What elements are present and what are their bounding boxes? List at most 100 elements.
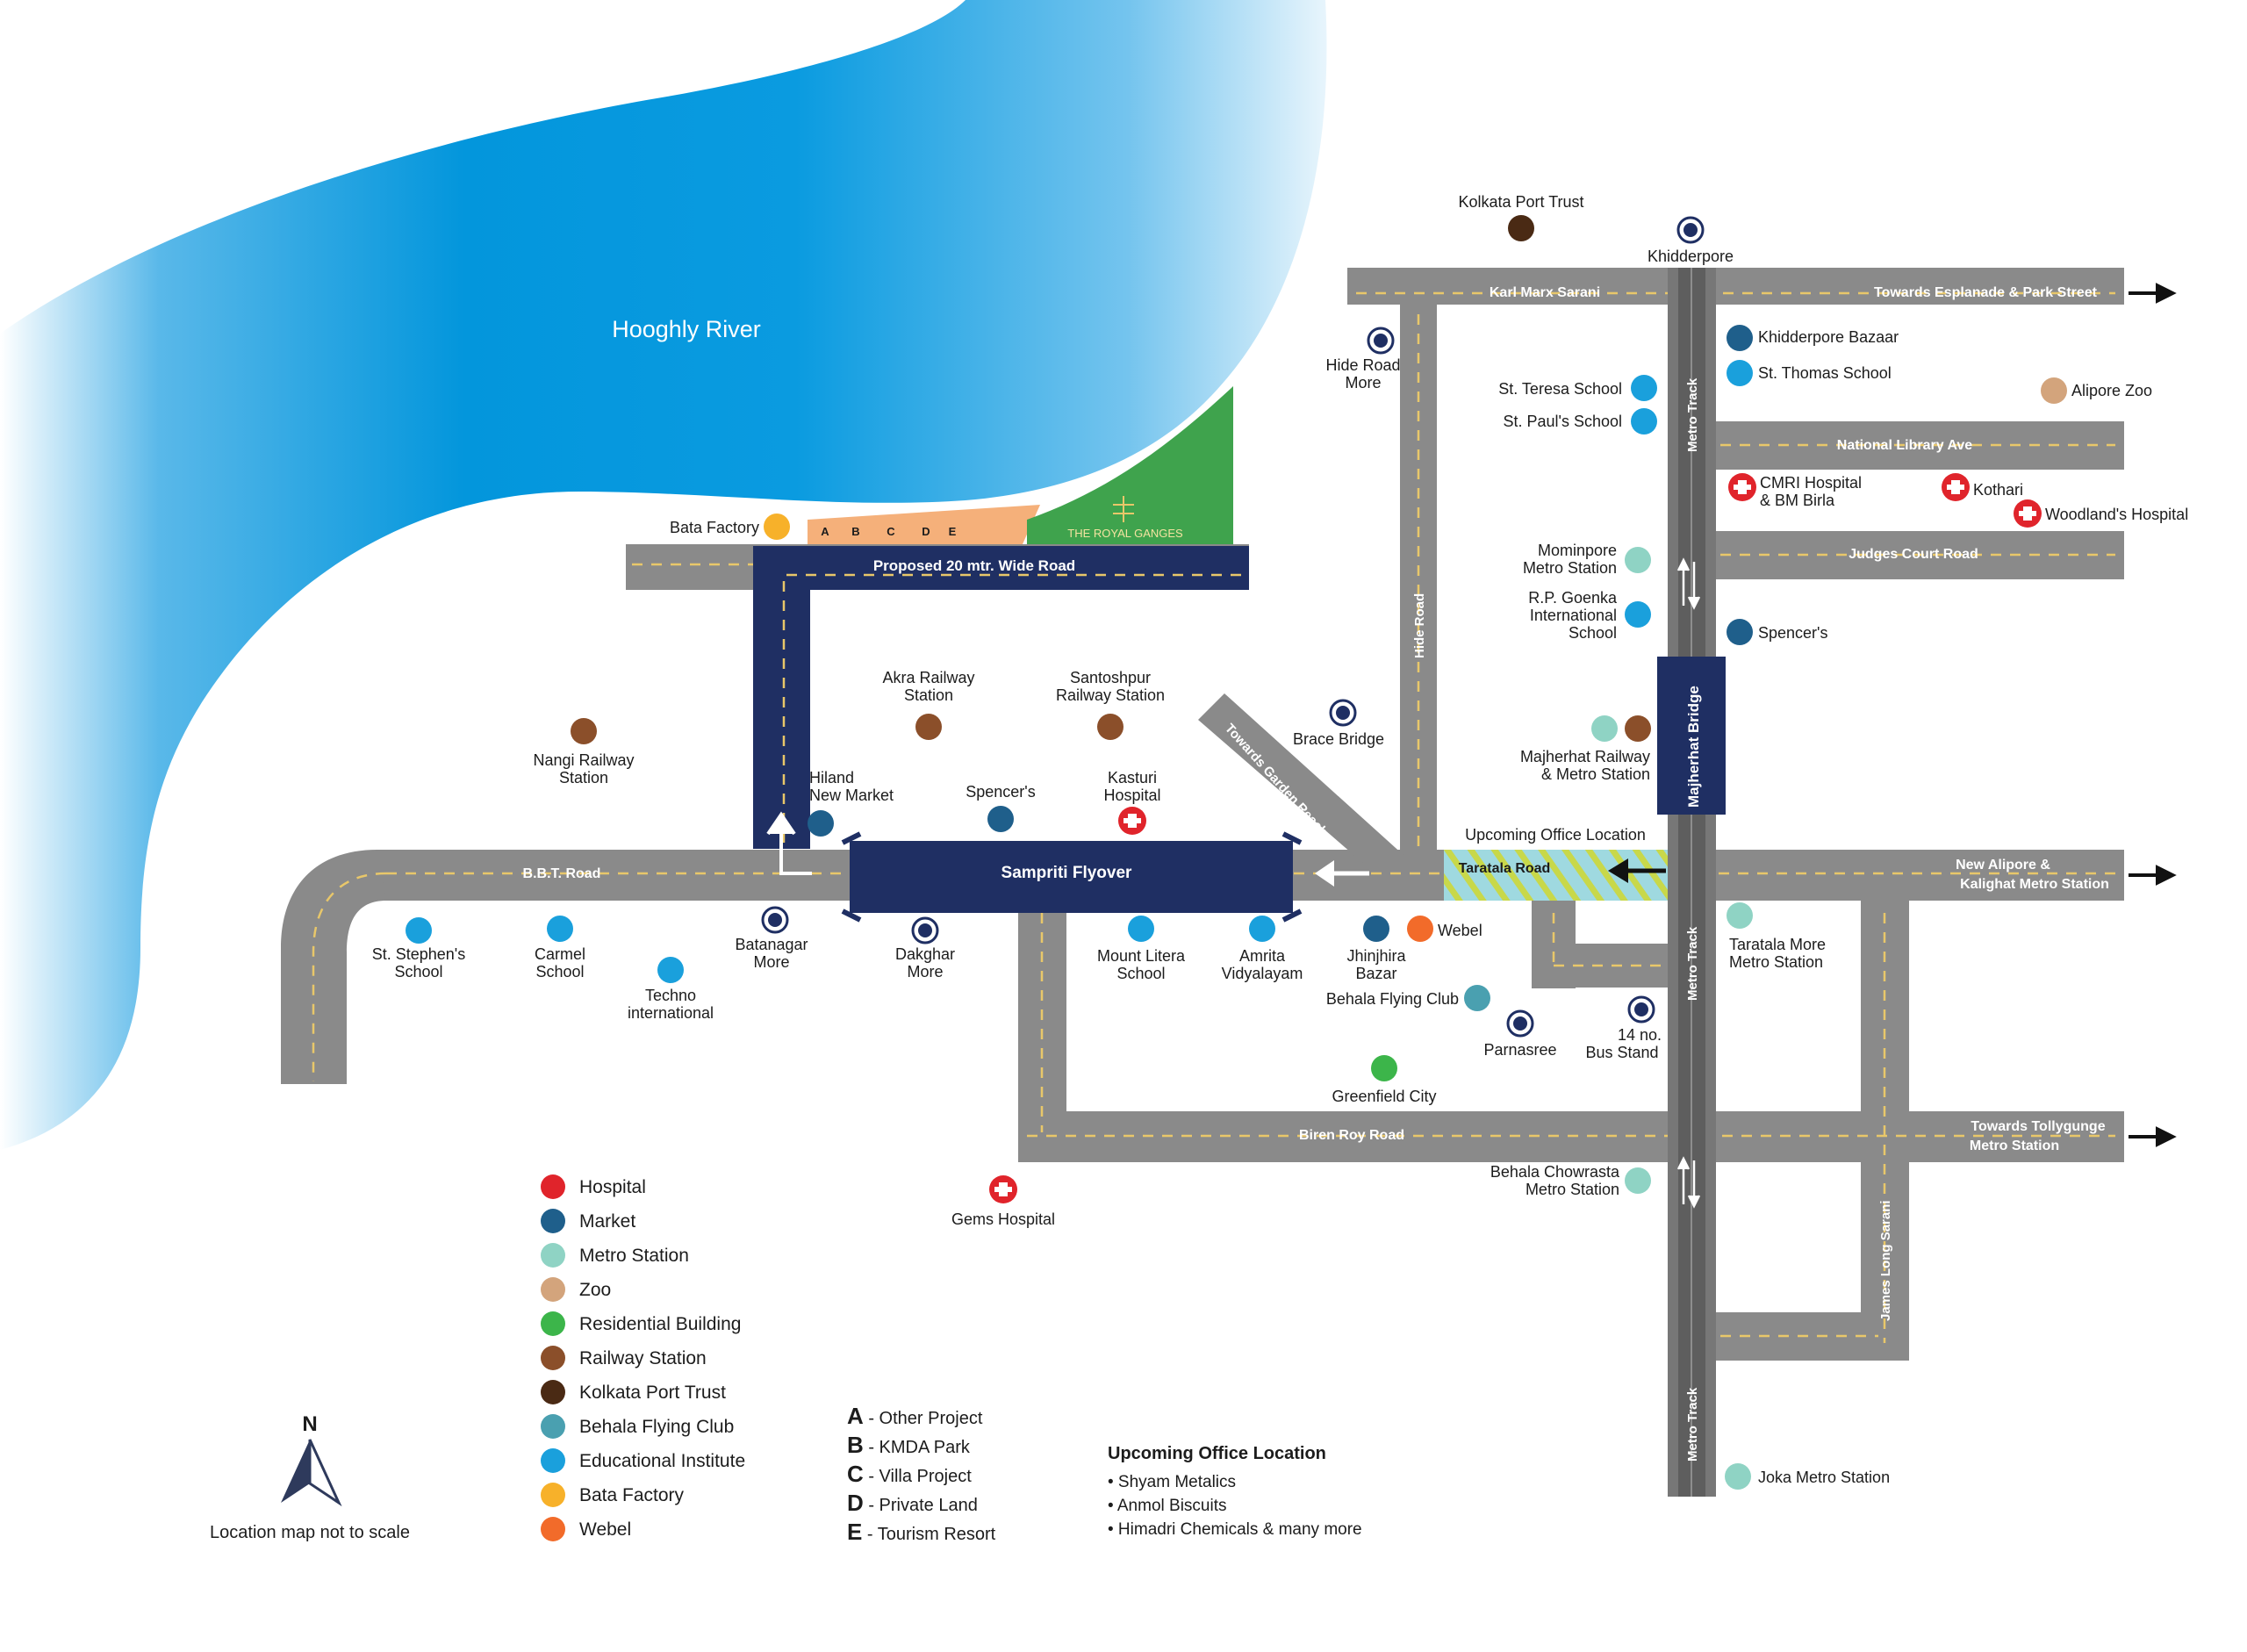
- label-akra-2: Station: [904, 686, 953, 704]
- metro-icon: [1625, 1167, 1651, 1194]
- upcoming-office-list: Upcoming Office Location • Shyam Metalic…: [1108, 1444, 1362, 1539]
- updown-arrow-icon: [1676, 557, 1701, 610]
- poi-markers: [406, 215, 2067, 1490]
- label-techno-2: international: [628, 1004, 714, 1022]
- arrow-left-icon: [1315, 860, 1369, 887]
- arrow-up-icon: [766, 811, 812, 875]
- key-description: - Villa Project: [864, 1467, 972, 1486]
- key-item: C - Villa Project: [847, 1461, 972, 1487]
- hooghly-river: Hooghly River: [0, 0, 1327, 1150]
- label-techno-1: Techno: [645, 987, 696, 1004]
- proposed-road-label: Proposed 20 mtr. Wide Road: [873, 557, 1075, 574]
- zoo-icon: [2041, 377, 2067, 404]
- label-st-stephens-1: St. Stephen's: [372, 945, 466, 963]
- legend-swatch: [541, 1346, 565, 1370]
- key-description: - Private Land: [864, 1496, 978, 1515]
- label-taratala-more-2: Metro Station: [1729, 953, 1823, 971]
- north-arrow-icon: [281, 1440, 310, 1503]
- key-letter: B: [847, 1432, 864, 1458]
- legend-label: Zoo: [579, 1280, 611, 1300]
- legend-swatch: [541, 1277, 565, 1302]
- label-dakghar-2: More: [907, 963, 943, 980]
- legend-swatch: [541, 1174, 565, 1199]
- label-parnasree: Parnasree: [1483, 1041, 1556, 1059]
- label-behala-flying: Behala Flying Club: [1326, 990, 1459, 1008]
- label-mominpore-2: Metro Station: [1523, 559, 1617, 577]
- metro-icon: [1625, 547, 1651, 573]
- upcoming-item-3: • Himadri Chemicals & many more: [1108, 1520, 1362, 1539]
- label-batanagar-1: Batanagar: [735, 936, 808, 953]
- flying-club-icon: [1464, 985, 1490, 1011]
- bus-stop-icon: [761, 906, 789, 934]
- label-hiland-1: Hiland: [809, 769, 854, 786]
- legend-item: Metro Station: [541, 1243, 689, 1268]
- label-santoshpur-1: Santoshpur: [1070, 669, 1151, 686]
- railway-icon: [1097, 714, 1124, 740]
- label-hide-road-more-1: Hide Road: [1325, 356, 1400, 374]
- key-item: D - Private Land: [847, 1490, 978, 1516]
- label-jhinjhira-2: Bazar: [1355, 965, 1396, 982]
- legend-swatch: [541, 1311, 565, 1336]
- legend-item: Market: [541, 1209, 635, 1233]
- key-description: - Tourism Resort: [862, 1525, 995, 1544]
- james-long-label: James Long Sarani: [1878, 1200, 1893, 1321]
- key-letter: C: [847, 1461, 864, 1487]
- label-behala-chowrasta-1: Behala Chowrasta: [1490, 1163, 1620, 1181]
- metro-icon: [1727, 902, 1753, 929]
- place-labels: Kolkata Port Trust Khidderpore Hide Road…: [372, 193, 2188, 1486]
- label-bus-stand-1: 14 no.: [1618, 1026, 1662, 1044]
- key-item: E - Tourism Resort: [847, 1519, 996, 1545]
- legend-item: Bata Factory: [541, 1483, 685, 1507]
- upcoming-office-zone: Taratala Road: [1444, 850, 1668, 901]
- residential-icon: [1371, 1055, 1397, 1081]
- label-mount-litera-1: Mount Litera: [1097, 947, 1186, 965]
- legend-label: Behala Flying Club: [579, 1417, 734, 1437]
- plot-b: B: [851, 525, 859, 538]
- label-kasturi-2: Hospital: [1103, 786, 1160, 804]
- legend-label: Railway Station: [579, 1348, 707, 1368]
- school-icon: [547, 916, 573, 942]
- school-icon: [1727, 360, 1753, 386]
- flyover-label: Sampriti Flyover: [1001, 864, 1132, 882]
- label-woodlands: Woodland's Hospital: [2045, 506, 2188, 523]
- label-mount-litera-2: School: [1116, 965, 1165, 982]
- legend-item: Webel: [541, 1517, 631, 1541]
- metro-track-label-2: Metro Track: [1685, 926, 1700, 1001]
- label-nangi-2: Station: [559, 769, 608, 786]
- bbt-road-label: B.B.T. Road: [523, 866, 601, 881]
- label-upcoming-office: Upcoming Office Location: [1465, 826, 1646, 844]
- legend-item: Zoo: [541, 1277, 611, 1302]
- key-item: B - KMDA Park: [847, 1432, 971, 1458]
- new-alipore-label-2: Kalighat Metro Station: [1960, 877, 2109, 892]
- plot-c: C: [887, 525, 895, 538]
- legend-item: Residential Building: [541, 1311, 741, 1336]
- metro-icon: [1591, 715, 1618, 742]
- legend-label: Webel: [579, 1519, 631, 1540]
- legend-label: Market: [579, 1211, 635, 1232]
- label-majherhat-1: Majherhat Railway: [1520, 748, 1650, 765]
- legend-label: Metro Station: [579, 1246, 689, 1266]
- legend-label: Kolkata Port Trust: [579, 1383, 726, 1403]
- label-hide-road-more-2: More: [1345, 374, 1381, 391]
- label-greenfield: Greenfield City: [1332, 1088, 1436, 1105]
- label-santoshpur-2: Railway Station: [1056, 686, 1165, 704]
- school-icon: [1631, 408, 1657, 435]
- legend-swatch: [541, 1448, 565, 1473]
- label-nangi-1: Nangi Railway: [533, 751, 634, 769]
- legend-swatch: [541, 1380, 565, 1404]
- label-rp-goenka-1: R.P. Goenka: [1528, 589, 1618, 607]
- key-description: - KMDA Park: [864, 1438, 971, 1457]
- direction-arrows: [2129, 283, 2177, 1147]
- label-gems: Gems Hospital: [951, 1210, 1055, 1228]
- legend-swatch: [541, 1483, 565, 1507]
- majherhat-bridge-label: Majherhat Bridge: [1685, 686, 1702, 808]
- label-behala-chowrasta-2: Metro Station: [1526, 1181, 1619, 1198]
- railway-icon: [915, 714, 942, 740]
- market-icon: [1727, 325, 1753, 351]
- label-alipore-zoo: Alipore Zoo: [2071, 382, 2152, 399]
- label-akra-1: Akra Railway: [882, 669, 974, 686]
- scale-note: Location map not to scale: [210, 1523, 410, 1542]
- label-mominpore-1: Mominpore: [1538, 542, 1617, 559]
- esplanade-label: Towards Esplanade & Park Street: [1874, 285, 2098, 300]
